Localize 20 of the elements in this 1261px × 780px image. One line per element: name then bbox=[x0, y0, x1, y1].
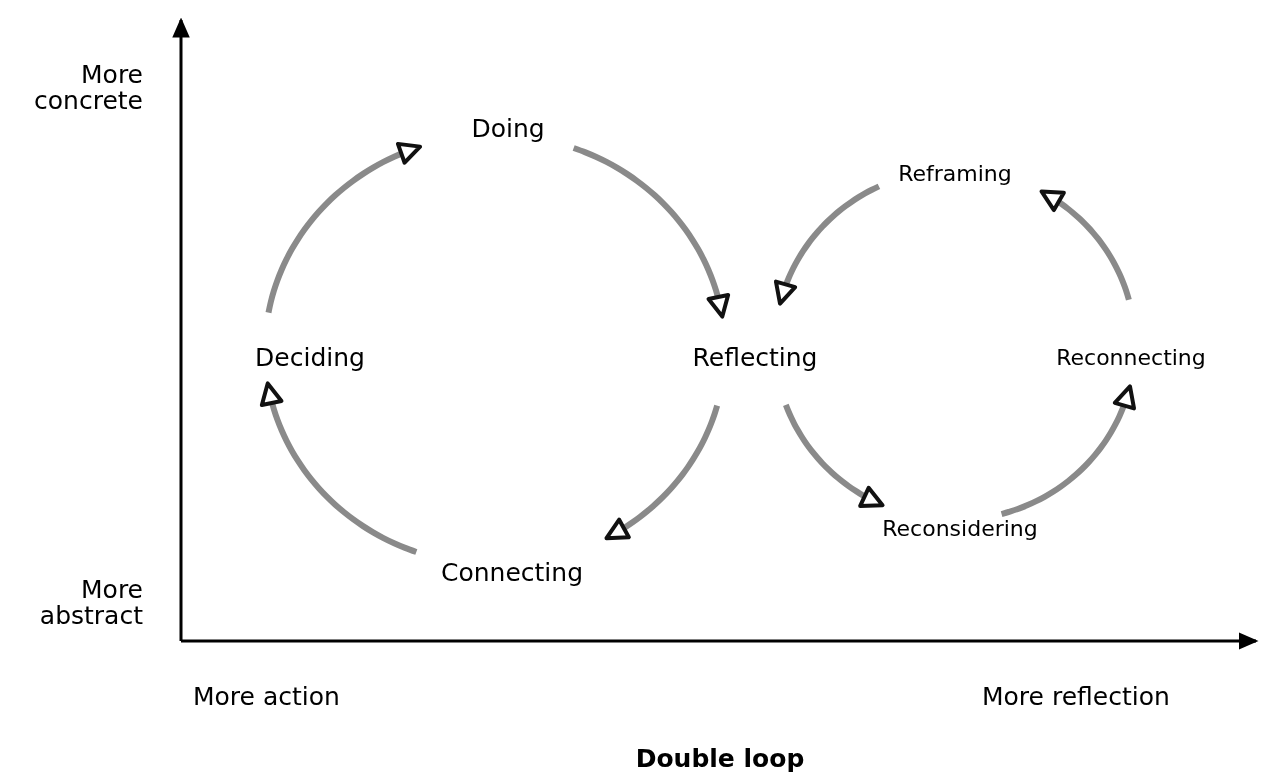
axis-label: More reflection bbox=[982, 684, 1170, 711]
axis-label: More concrete bbox=[33, 62, 143, 115]
arrow bbox=[604, 404, 721, 541]
axis-label: More action bbox=[193, 684, 340, 711]
arrow bbox=[259, 381, 418, 555]
caption: Double loop bbox=[635, 744, 805, 773]
arrow bbox=[1000, 384, 1136, 517]
step-label: Reconsidering bbox=[882, 515, 1038, 541]
arrow bbox=[265, 141, 423, 314]
step-label: Doing bbox=[471, 113, 545, 143]
arrow bbox=[572, 145, 731, 319]
step-label: Reconnecting bbox=[1056, 344, 1206, 370]
step-label: Connecting bbox=[441, 557, 583, 587]
axis-label: More abstract bbox=[38, 577, 143, 630]
step-label: Reframing bbox=[898, 160, 1012, 186]
arrow bbox=[773, 183, 881, 306]
arrow bbox=[783, 403, 885, 508]
arrow bbox=[1039, 189, 1132, 301]
step-label: Reflecting bbox=[692, 342, 818, 372]
step-label: Deciding bbox=[255, 342, 365, 372]
